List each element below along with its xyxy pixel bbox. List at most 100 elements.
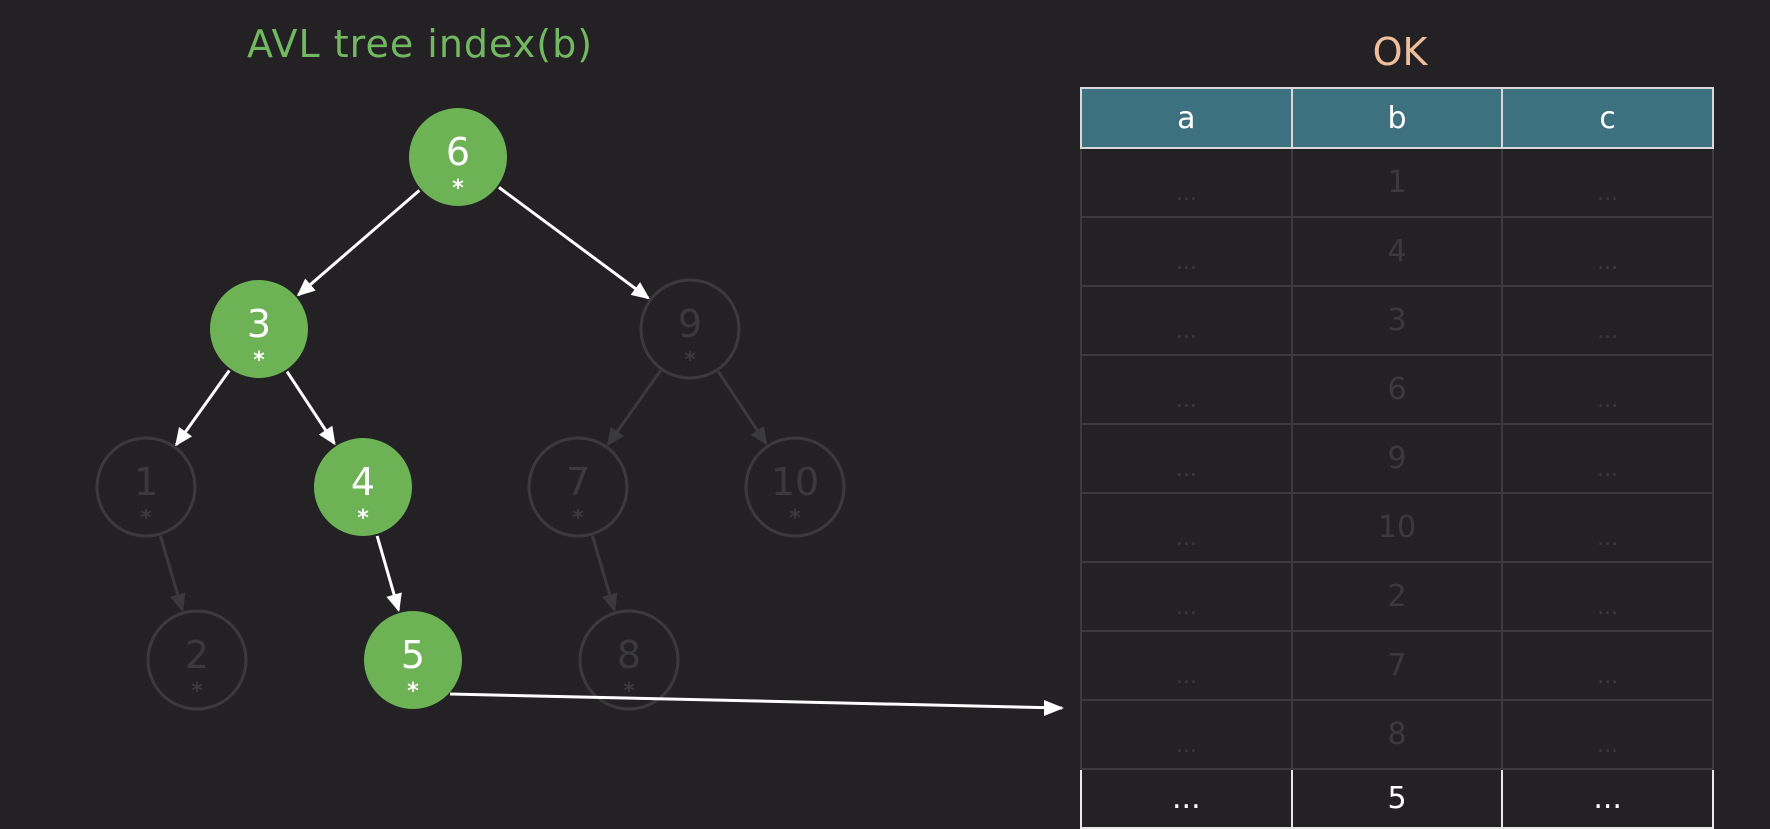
tree-edge-arrowhead [296, 278, 316, 297]
table-row: ...1... [1080, 147, 1714, 218]
column-header-b: b [1290, 87, 1504, 149]
tree-edge-arrowhead [630, 282, 650, 300]
table-cell-b: 2 [1290, 561, 1504, 632]
table-status-label: OK [1372, 30, 1428, 74]
table-cell-a: ... [1080, 285, 1293, 356]
tree-node-pointer-mark: * [789, 506, 801, 531]
tree-node-key: 9 [678, 302, 702, 346]
table-cell-c: ... [1501, 354, 1714, 425]
tree-node-pointer-mark: * [572, 506, 584, 531]
table-row: ...6... [1080, 354, 1714, 425]
table-cell-a: ... [1080, 630, 1293, 701]
table-cell-b: 4 [1290, 216, 1504, 287]
tree-node-key: 10 [771, 460, 819, 504]
table-cell-b: 9 [1290, 423, 1504, 494]
tree-node-circle [95, 436, 197, 538]
tree-edge-arrowhead [602, 592, 618, 613]
tree-node-key: 2 [185, 633, 209, 677]
tree-nodes: 6*3*9*1*4*7*10*2*5*8* [95, 108, 846, 711]
tree-node-2: 2* [146, 609, 248, 711]
table-cell-c: ... [1501, 147, 1714, 218]
table-cell-a: ... [1080, 768, 1293, 829]
table-cell-c: ... [1501, 216, 1714, 287]
tree-node-circle [146, 609, 248, 711]
column-header-c: c [1501, 87, 1714, 149]
table-cell-a: ... [1080, 561, 1293, 632]
avl-tree-diagram: 6*3*9*1*4*7*10*2*5*8* [95, 108, 1064, 716]
table-cell-a: ... [1080, 216, 1293, 287]
table-cell-a: ... [1080, 699, 1293, 770]
table-cell-a: ... [1080, 354, 1293, 425]
table-cell-b: 6 [1290, 354, 1504, 425]
row-pointer-arrow [449, 692, 1063, 710]
tree-edge-arrowhead [318, 425, 336, 446]
tree-node-key: 3 [247, 302, 271, 346]
tree-node-circle [744, 436, 846, 538]
tree-node-circle [210, 280, 308, 378]
tree-node-9: 9* [639, 278, 741, 380]
tree-edge-n6-n3 [297, 189, 421, 297]
table-cell-c: ... [1501, 423, 1714, 494]
table-cell-b: 5 [1290, 768, 1504, 829]
tree-edge-arrowhead [175, 427, 193, 447]
tree-edge-n6-n9 [498, 186, 650, 300]
tree-node-key: 8 [617, 633, 641, 677]
table-cell-b: 1 [1290, 147, 1504, 218]
tree-node-4: 4* [314, 438, 412, 536]
table-row: ...8... [1080, 699, 1714, 770]
tree-node-pointer-mark: * [191, 679, 203, 704]
table-row: ...9... [1080, 423, 1714, 494]
tree-node-circle [527, 436, 629, 538]
tree-node-8: 8* [578, 609, 680, 711]
tree-edge-arrowhead [170, 592, 186, 613]
tree-node-circle [639, 278, 741, 380]
tree-node-key: 7 [566, 460, 590, 504]
tree-edge-arrowhead [750, 425, 768, 446]
tree-node-key: 5 [401, 633, 425, 677]
table-row: ...3... [1080, 285, 1714, 356]
table-cell-b: 10 [1290, 492, 1504, 563]
table-cell-a: ... [1080, 492, 1293, 563]
table-cell-b: 3 [1290, 285, 1504, 356]
table-row: ...5... [1080, 768, 1714, 829]
table-cell-c: ... [1501, 699, 1714, 770]
tree-title: AVL tree index(b) [246, 22, 594, 66]
tree-node-pointer-mark: * [140, 506, 152, 531]
tree-node-circle [314, 438, 412, 536]
tree-node-7: 7* [527, 436, 629, 538]
tree-node-circle [364, 611, 462, 709]
tree-node-pointer-mark: * [684, 348, 696, 373]
column-header-a: a [1080, 87, 1293, 149]
table-row: ...2... [1080, 561, 1714, 632]
tree-node-pointer-mark: * [253, 348, 265, 373]
row-pointer-arrowhead [1044, 700, 1064, 716]
table-cell-b: 7 [1290, 630, 1504, 701]
tree-node-10: 10* [744, 436, 846, 538]
tree-node-circle [578, 609, 680, 711]
tree-node-6: 6* [409, 108, 507, 206]
tree-node-1: 1* [95, 436, 197, 538]
tree-node-key: 6 [446, 130, 470, 174]
table-cell-a: ... [1080, 423, 1293, 494]
tree-node-circle [409, 108, 507, 206]
table-body: ...1......4......3......6......9......10… [1080, 147, 1714, 829]
table-cell-b: 8 [1290, 699, 1504, 770]
tree-node-pointer-mark: * [623, 679, 635, 704]
table-row: ...7... [1080, 630, 1714, 701]
table-cell-c: ... [1501, 492, 1714, 563]
tree-edge-arrowhead [386, 592, 402, 612]
table-cell-c: ... [1501, 768, 1714, 829]
tree-node-5: 5* [364, 611, 462, 709]
table-cell-c: ... [1501, 561, 1714, 632]
table-row: ...4... [1080, 216, 1714, 287]
table-cell-c: ... [1501, 285, 1714, 356]
tree-edge-arrowhead [606, 426, 624, 447]
tree-edges [158, 186, 768, 613]
tree-node-key: 1 [134, 460, 158, 504]
tree-node-pointer-mark: * [452, 176, 464, 201]
tree-node-3: 3* [210, 280, 308, 378]
table-row: ...10... [1080, 492, 1714, 563]
tree-node-pointer-mark: * [407, 679, 419, 704]
